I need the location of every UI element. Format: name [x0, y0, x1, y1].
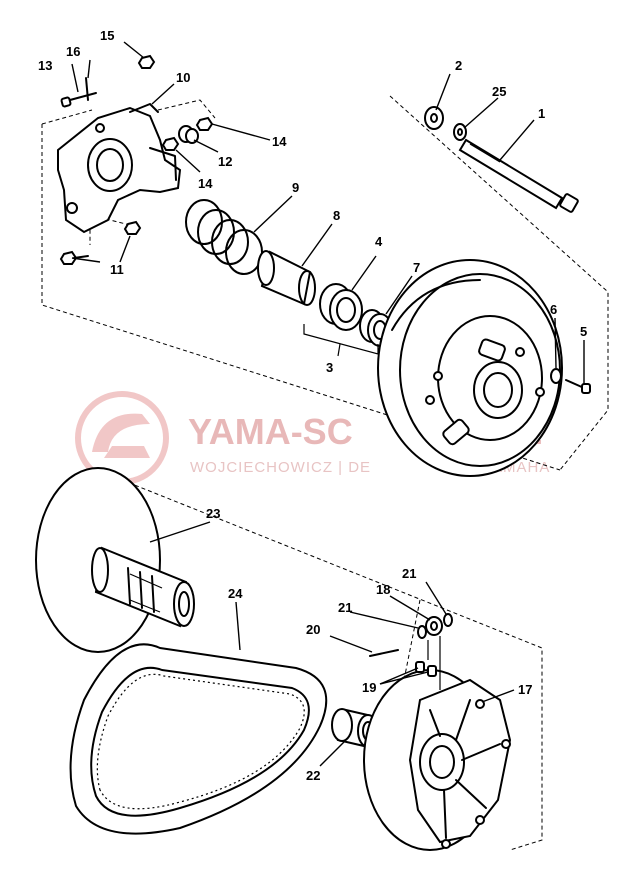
part-6-washer	[550, 368, 562, 384]
watermark-title: YAMA-SC	[188, 411, 353, 452]
callout-15: 15	[100, 28, 114, 43]
part-4-bearing	[319, 283, 363, 331]
callout-21-left: 21	[338, 600, 352, 615]
part-18-roller	[425, 616, 443, 636]
callout-19: 19	[362, 680, 376, 695]
part-25-washer	[453, 123, 467, 141]
callout-12: 12	[218, 154, 232, 169]
callout-18: 18	[376, 582, 390, 597]
callout-20: 20	[306, 622, 320, 637]
part-21-washers	[417, 613, 453, 639]
drum-assembly	[377, 259, 563, 477]
part-9-spring	[185, 199, 263, 275]
callout-10: 10	[176, 70, 190, 85]
callout-3: 3	[326, 360, 333, 375]
callout-16: 16	[66, 44, 80, 59]
callout-14-lower: 14	[198, 176, 213, 191]
part-19-bolts	[415, 636, 441, 690]
callout-9: 9	[292, 180, 299, 195]
callout-7: 7	[413, 260, 420, 275]
part-3-bracket	[303, 324, 379, 357]
part-14-nuts	[161, 116, 214, 151]
part-20-pin	[369, 649, 399, 657]
watermark: YAMA-SC L WOJCIECHOWICZ | DE AMAHA	[75, 391, 549, 485]
callout-5: 5	[580, 324, 587, 339]
upper-assembly-outline	[41, 95, 609, 471]
part-5-bolt	[565, 379, 591, 394]
part-13-bolt	[60, 92, 97, 108]
callout-labels: 1 2 3 4 5 6 7 8 9 10 11 12 13 14 14 15 1…	[38, 28, 587, 783]
callout-2: 2	[455, 58, 462, 73]
callout-21-top: 21	[402, 566, 416, 581]
watermark-subtitle: WOJCIECHOWICZ | DE	[190, 459, 371, 476]
part-17-spider	[363, 669, 512, 851]
part-1-bolt	[458, 138, 579, 213]
callout-4: 4	[375, 234, 383, 249]
part-23-sheave	[35, 467, 195, 653]
part-8-sleeve	[257, 250, 316, 306]
part-11-bolts	[59, 220, 142, 265]
callout-13: 13	[38, 58, 52, 73]
part-15-nut	[137, 54, 156, 69]
callout-8: 8	[333, 208, 340, 223]
part-16-pin	[85, 77, 89, 101]
callout-24: 24	[228, 586, 243, 601]
callout-11: 11	[110, 262, 124, 277]
leader-lines	[71, 41, 585, 767]
part-10-bracket	[57, 103, 182, 234]
callout-25: 25	[492, 84, 506, 99]
part-24-belt	[69, 643, 328, 835]
callout-14-right: 14	[272, 134, 287, 149]
callout-1: 1	[538, 106, 545, 121]
callout-17: 17	[518, 682, 532, 697]
callout-23: 23	[206, 506, 220, 521]
part-12-collar	[178, 125, 199, 144]
callout-6: 6	[550, 302, 557, 317]
part-2-washer	[424, 106, 444, 130]
callout-22: 22	[306, 768, 320, 783]
